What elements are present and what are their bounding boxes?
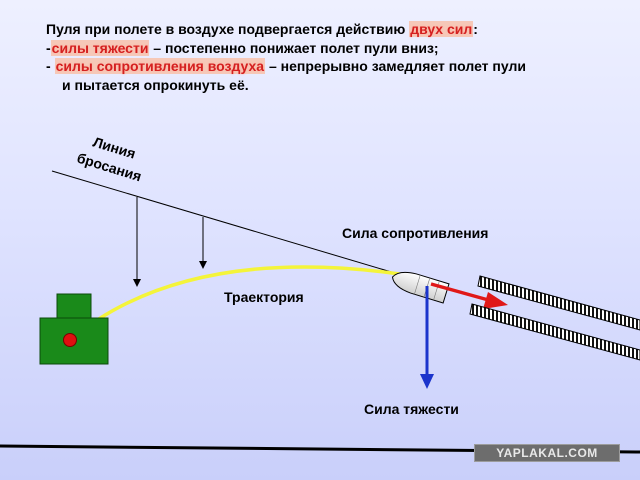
intro-line-1-suffix: : xyxy=(473,21,478,37)
drop-arrow-1 xyxy=(133,197,141,287)
intro-line-2-prefix: - xyxy=(46,39,51,56)
intro-line-4: и пытается опрокинуть её. xyxy=(62,76,249,93)
air-resistance-label: Сила сопротивления xyxy=(342,225,488,241)
gravity-label: Сила тяжести xyxy=(364,401,459,417)
intro-line-1: Пуля при полете в воздухе подвергается д… xyxy=(46,20,626,39)
drop-arrow-2 xyxy=(199,217,207,269)
intro-line-3: - силы сопротивления воздуха – непрерывн… xyxy=(46,57,626,76)
throw-line xyxy=(51,170,446,289)
intro-line-3-suffix: – непрерывно замедляет полет пули xyxy=(265,58,526,74)
intro-line-1-prefix: Пуля при полете в воздухе подвергается д… xyxy=(46,21,410,37)
intro-line-2: -силы тяжести – постепенно понижает поле… xyxy=(46,39,626,58)
air-resistance-highlight: силы сопротивления воздуха xyxy=(54,58,266,74)
trajectory-label: Траектория xyxy=(224,289,304,305)
resistance-arrow xyxy=(430,282,508,309)
intro-line-2-suffix: – постепенно понижает полет пули вниз; xyxy=(149,39,439,56)
bullet xyxy=(391,271,450,304)
rifle-barrel xyxy=(469,275,640,361)
gun-turret xyxy=(56,293,92,320)
intro-line-3-prefix: - xyxy=(46,58,55,74)
two-forces-highlight: двух сил xyxy=(409,21,474,37)
muzzle-dot xyxy=(63,333,77,347)
intro-text: Пуля при полете в воздухе подвергается д… xyxy=(46,20,626,94)
watermark: YAPLAKAL.COM xyxy=(474,444,620,462)
trajectory-curve xyxy=(68,265,421,342)
gravity-arrow xyxy=(420,286,434,389)
gravity-highlight: силы тяжести xyxy=(50,39,150,56)
